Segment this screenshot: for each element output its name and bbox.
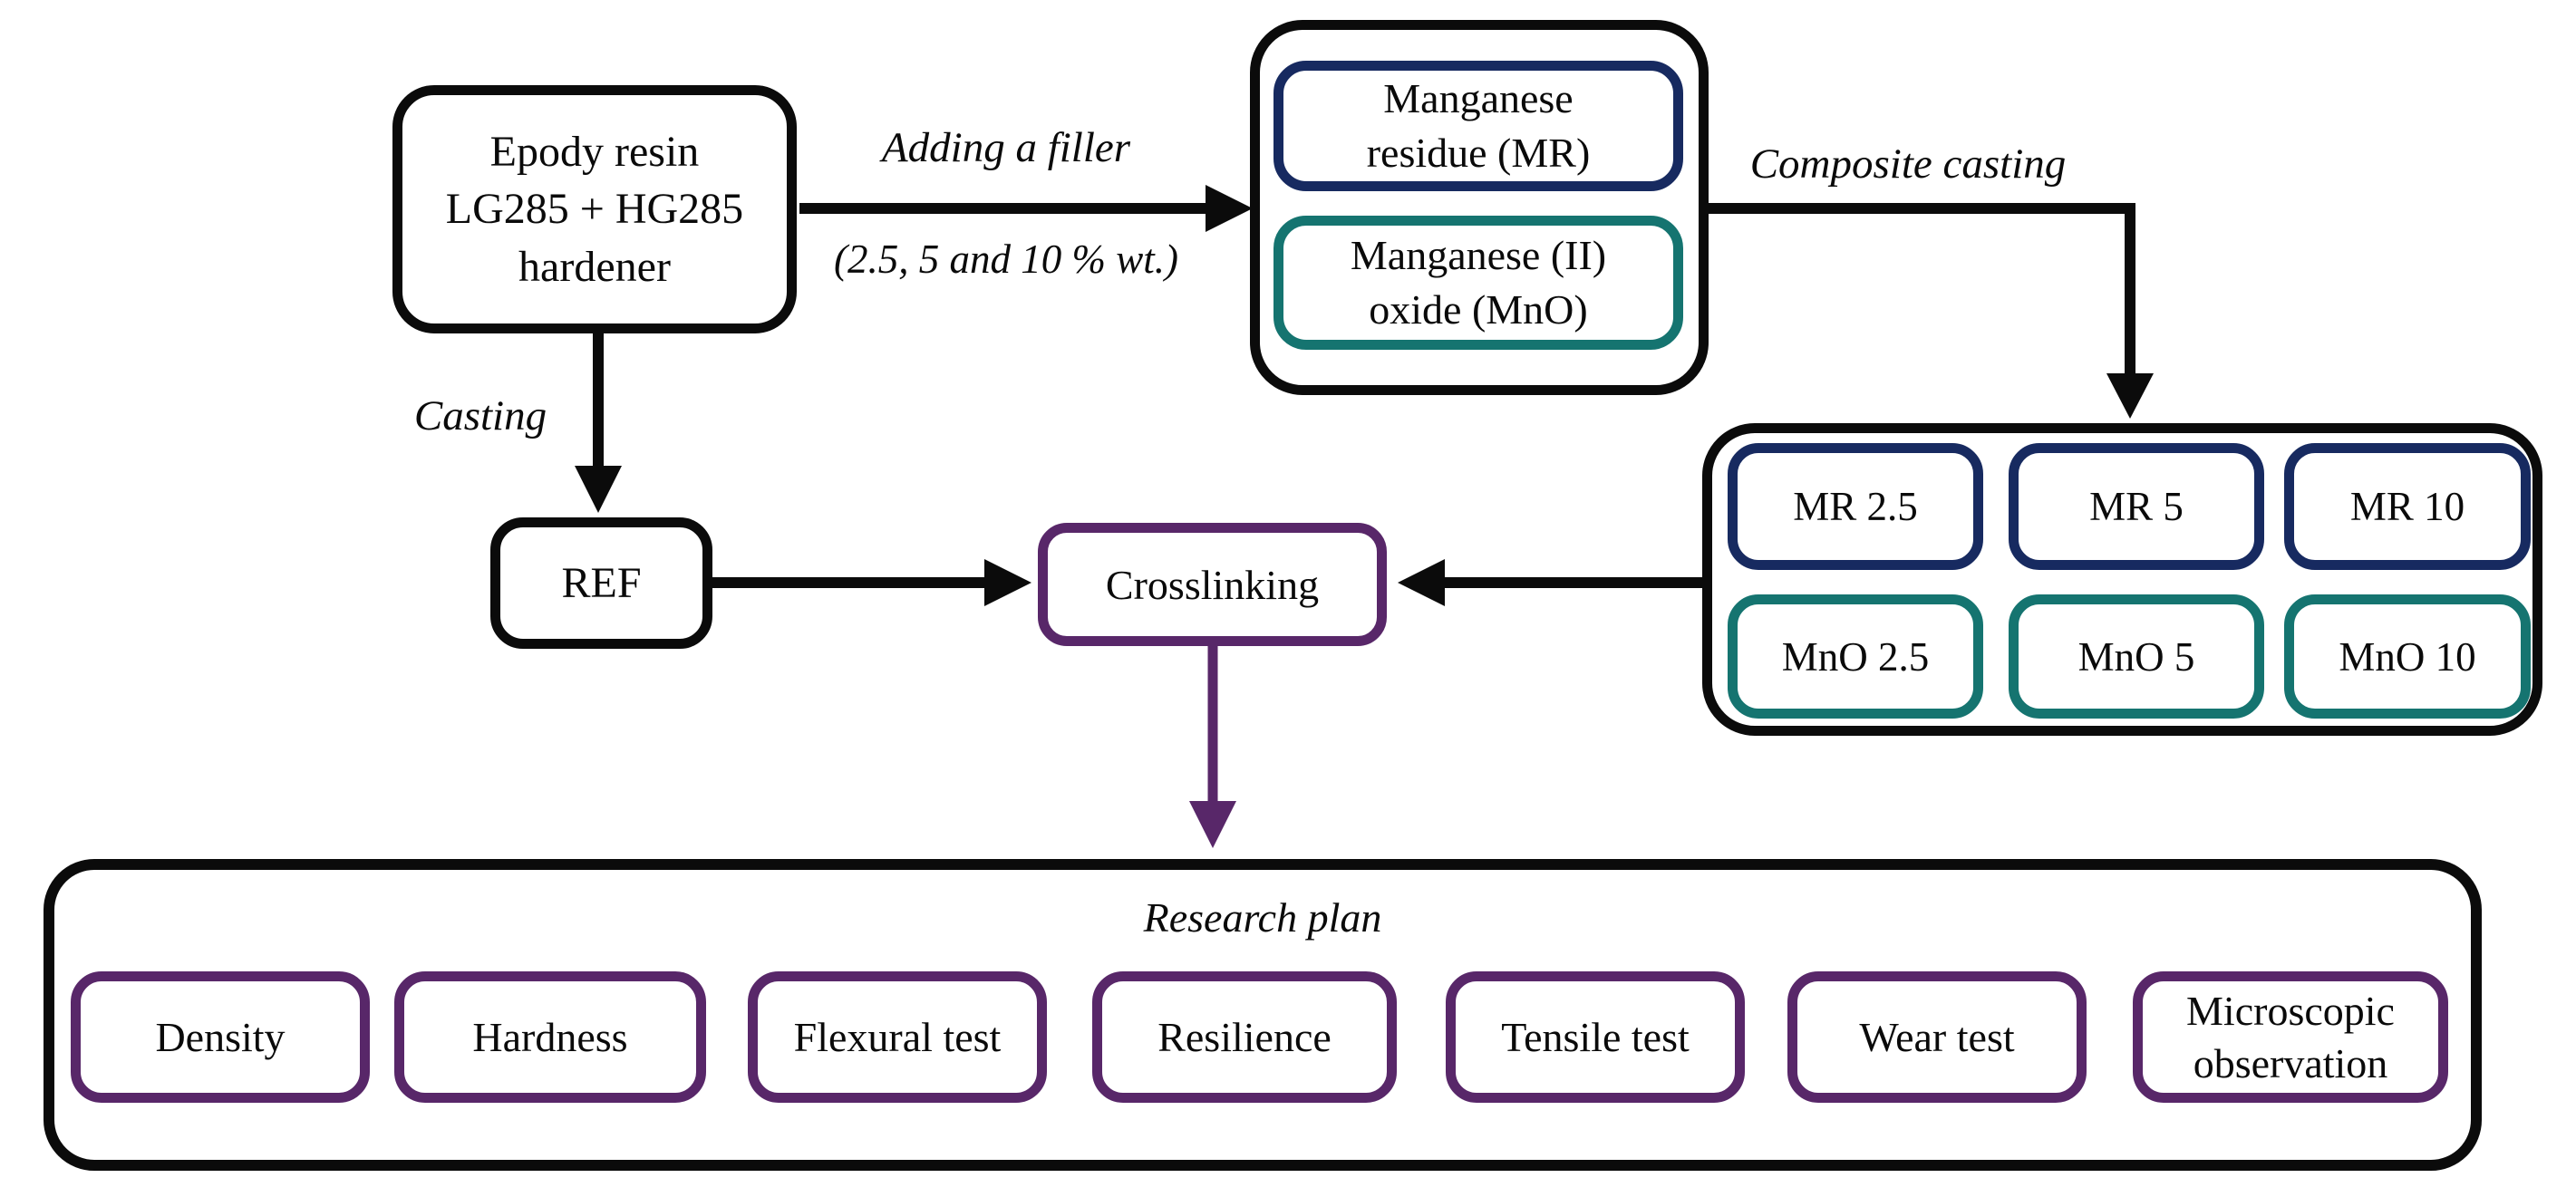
- node-test-wear: Wear test: [1787, 971, 2087, 1103]
- edge-adding-filler-arrow: [799, 185, 1253, 232]
- node-test-microscopic-label: Microscopic observation: [2186, 988, 2395, 1086]
- node-test-density: Density: [71, 971, 370, 1103]
- edge-ref-to-crosslinking-arrow: [712, 559, 1031, 606]
- node-sample-mno-2-5: MnO 2.5: [1728, 594, 1983, 719]
- node-crosslinking-label: Crosslinking: [1105, 561, 1320, 608]
- edge-crosslinking-to-research-arrow: [1189, 646, 1236, 848]
- edge-label-composite-casting: Composite casting: [1749, 140, 2067, 188]
- node-test-hardness-label: Hardness: [472, 1013, 628, 1060]
- research-plan-title: Research plan: [1143, 894, 1382, 941]
- node-sample-mr-5: MR 5: [2009, 443, 2264, 570]
- node-manganese-residue-label: Manganese residue (MR): [1366, 75, 1591, 176]
- node-sample-mr-5-label: MR 5: [2089, 484, 2184, 529]
- edge-composite-casting-arrow: [1709, 203, 2154, 419]
- node-manganese-oxide: Manganese (II) oxide (MnO): [1273, 216, 1683, 350]
- node-ref: REF: [490, 517, 712, 649]
- node-sample-mno-2-5-label: MnO 2.5: [1781, 633, 1930, 680]
- node-test-microscopic: Microscopic observation: [2133, 971, 2448, 1103]
- node-sample-mr-10: MR 10: [2284, 443, 2531, 570]
- node-epoxy-resin-label: Epody resin LG285 + HG285 hardener: [445, 127, 744, 291]
- node-test-density-label: Density: [155, 1013, 286, 1060]
- edge-label-adding-filler: Adding a filler: [881, 124, 1131, 171]
- node-sample-mr-2-5-label: MR 2.5: [1793, 484, 1918, 529]
- node-filler-group: Manganese residue (MR) Manganese (II) ox…: [1250, 20, 1709, 395]
- edge-label-casting: Casting: [413, 392, 547, 439]
- node-epoxy-resin: Epody resin LG285 + HG285 hardener: [392, 85, 797, 333]
- edge-samples-to-crosslinking-arrow: [1398, 559, 1702, 606]
- node-sample-mr-2-5: MR 2.5: [1728, 443, 1983, 570]
- node-manganese-residue: Manganese residue (MR): [1273, 61, 1683, 191]
- node-crosslinking: Crosslinking: [1038, 523, 1387, 646]
- node-test-resilience: Resilience: [1092, 971, 1397, 1103]
- node-sample-mno-10: MnO 10: [2284, 594, 2531, 719]
- node-test-resilience-label: Resilience: [1157, 1013, 1332, 1060]
- edge-casting-arrow: [575, 333, 622, 513]
- node-test-flexural-label: Flexural test: [793, 1013, 1002, 1060]
- node-samples-group: MR 2.5 MR 5 MR 10 MnO 2.5 MnO 5 MnO 10: [1702, 423, 2542, 736]
- edge-label-filler-amounts: (2.5, 5 and 10 % wt.): [834, 237, 1178, 282]
- node-sample-mno-10-label: MnO 10: [2339, 633, 2476, 680]
- node-sample-mno-5: MnO 5: [2009, 594, 2264, 719]
- node-test-hardness: Hardness: [394, 971, 706, 1103]
- node-test-tensile-label: Tensile test: [1501, 1013, 1690, 1060]
- node-research-plan-group: Research plan Density Hardness Flexural …: [44, 859, 2482, 1171]
- node-test-flexural: Flexural test: [748, 971, 1047, 1103]
- node-manganese-oxide-label: Manganese (II) oxide (MnO): [1350, 232, 1607, 333]
- node-sample-mr-10-label: MR 10: [2349, 484, 2465, 529]
- node-ref-label: REF: [561, 559, 642, 607]
- node-test-wear-label: Wear test: [1859, 1013, 2015, 1060]
- node-sample-mno-5-label: MnO 5: [2077, 633, 2195, 680]
- node-test-tensile: Tensile test: [1446, 971, 1745, 1103]
